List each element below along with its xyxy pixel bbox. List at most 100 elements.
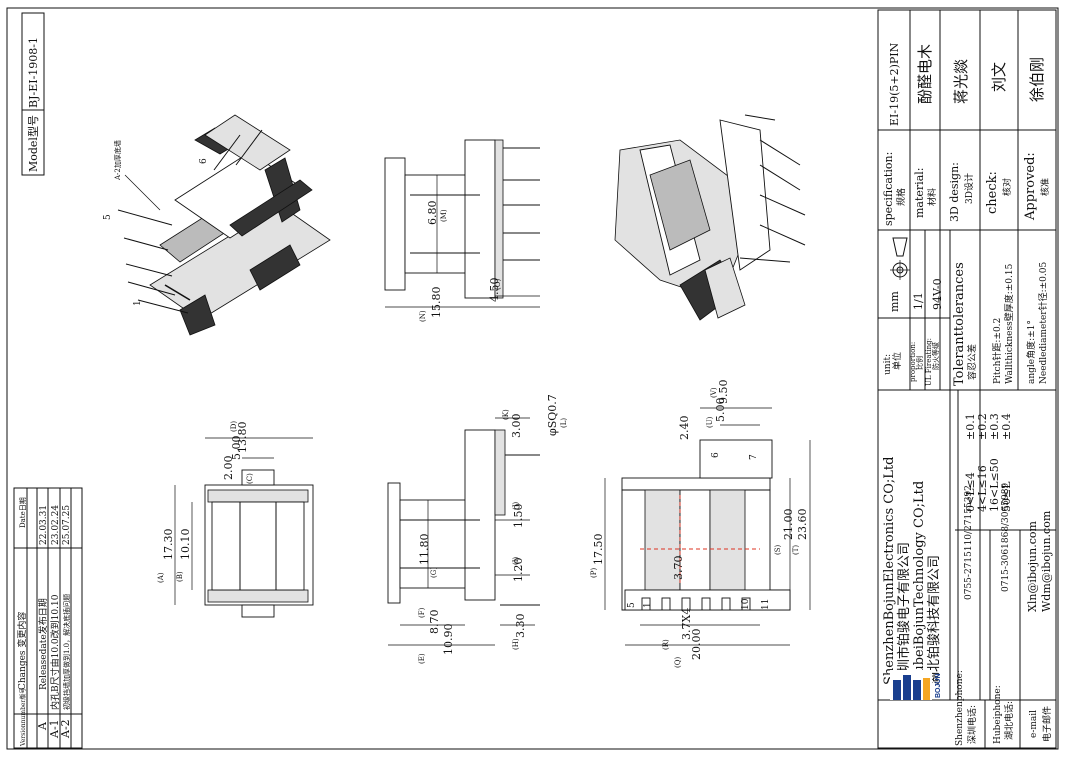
tol-title-cn: 容忍公差: [966, 344, 978, 380]
dim-h-tag: (H): [512, 638, 520, 650]
dim-k-tag: (K): [502, 409, 510, 420]
changes-title: Changes 变更内容: [16, 612, 28, 690]
approved-cn: 核准: [1039, 178, 1051, 196]
proportion-cn: 比例: [915, 356, 924, 370]
tol-note: angle角度:±1°: [1025, 320, 1037, 384]
hubei-phone-value: 0715-3061868/3065989: [1001, 483, 1011, 592]
proportion-label: proportion:: [909, 342, 917, 382]
design-cn: 3D设计: [963, 173, 975, 204]
dim-m-value: 6.80: [426, 201, 439, 226]
pin-label-1: 1: [643, 602, 653, 608]
dim-m-tag: (M): [440, 209, 448, 222]
hubei-phone-cn: 湖北电话:: [1003, 701, 1015, 740]
dim-g-tag: (G): [430, 567, 438, 578]
iso-view-right: [614, 114, 806, 321]
pin-label-11: 11: [761, 599, 771, 610]
dim-q-value: 20.00: [690, 629, 703, 661]
changes-col-version: Versionnumber版号: [19, 688, 27, 747]
dim-g-value: 11.80: [418, 534, 431, 566]
dim-r-tag: (R): [662, 639, 670, 650]
dim-j-value: 1.50: [512, 504, 525, 529]
title-block: specification: 规格 EI-19(5+2)PIN material…: [877, 9, 1057, 749]
change-row-date: 22.03.31: [39, 505, 49, 545]
approved-label: Approved:: [1023, 152, 1038, 221]
logo-text: BOJUN: [935, 673, 942, 698]
pin-label-5: 5: [627, 602, 637, 608]
dim-s-value: 21.00: [782, 509, 795, 541]
dim-370-value: 3.70: [672, 556, 685, 581]
shenzhen-phone-label: Shenzhenphone:: [955, 670, 965, 746]
dim-e-value: 10.90: [442, 624, 455, 656]
check-value: 刘文: [990, 62, 1008, 92]
shenzhen-phone-cn: 深圳电话:: [966, 705, 978, 744]
change-row-desc: Releasedate发布日期: [37, 598, 49, 690]
tol-value: ±0.1: [964, 413, 977, 440]
material-value: 酚醛电木: [916, 44, 934, 104]
dim-d-tag: (D): [230, 421, 238, 432]
outer-frame: [6, 7, 1059, 750]
dim-f-value: 8.70: [428, 610, 441, 635]
dim-v-tag: (V): [710, 387, 718, 398]
dim-p-value: 17.50: [592, 534, 605, 566]
dim-t-tag: (T): [792, 545, 800, 555]
dim-b1-value: 2.00: [222, 456, 235, 481]
pin-label-7: 7: [749, 454, 759, 460]
shenzhen-phone-value: 0755-2715110/27155392: [964, 485, 974, 600]
tol-note: Wallthickness壁厚度:±0.15: [1003, 263, 1015, 384]
dim-c-value: 5.00: [230, 436, 243, 461]
company-name-cn-2: 湖北铂骏科技有限公司: [926, 555, 942, 685]
design-label: 3D design:: [948, 162, 961, 222]
change-row-date: 23.02.24: [51, 505, 61, 545]
model-box: Model型号 BJ-EI-1908-1: [21, 12, 45, 176]
tol-range: 4<L≤16: [976, 465, 989, 512]
tol-value: ±0.2: [976, 413, 989, 440]
approved-value: 徐伯刚: [1028, 57, 1046, 102]
ul-cn: 防火等级: [931, 342, 940, 370]
dim-240-value: 2.40: [678, 416, 691, 441]
side-view: 6.80 (M) 4.50 (O) 15.80 (N): [384, 139, 540, 322]
dim-u-tag: (U): [706, 416, 714, 428]
dim-b-value: 10.10: [179, 529, 192, 561]
change-row-version: A-2: [59, 719, 72, 739]
changes-table: Changes 变更内容 Versionnumber版号 Date日期 A Re…: [13, 487, 83, 749]
design-value: 蒋光燚: [952, 59, 970, 104]
dim-e-tag: (E): [418, 653, 426, 664]
check-cn: 核对: [1001, 178, 1013, 196]
email-label: e-mail: [1029, 710, 1039, 738]
dim-k-value: 3.00: [510, 414, 523, 439]
dim-c-tag: (C): [246, 473, 254, 484]
dim-h-value: 3.30: [514, 614, 527, 639]
dim-v-value: 9.50: [717, 380, 730, 405]
spec-cn: 规格: [895, 188, 907, 206]
iso-callout: A-2加厚底墙: [113, 140, 122, 181]
dim-q-tag: (Q): [674, 657, 682, 668]
dim-r-value: 3.7X4: [680, 608, 693, 640]
dim-a-tag: (A): [157, 572, 165, 583]
pin-label-5: 5: [103, 214, 113, 220]
dim-f-tag: (F): [418, 607, 426, 618]
company-name-en-1: ShenzhenBojunElectronics CO;Ltd: [882, 457, 897, 685]
dim-s-tag: (S): [774, 544, 782, 555]
model-value: BJ-EI-1908-1: [27, 37, 40, 108]
unit-label: unit:: [883, 354, 893, 375]
spec-value: EI-19(5+2)PIN: [888, 42, 901, 126]
dim-o-value: 4.50: [488, 278, 501, 303]
pin-label-6: 6: [711, 452, 721, 458]
section-view: 3.00 (K) φSQ0.7 (L) 1.50 (J) 11.80 (G) 1…: [387, 394, 568, 664]
pin-label-6: 6: [199, 158, 209, 164]
dim-i-tag: (I): [512, 557, 520, 565]
material-cn: 材料: [926, 188, 938, 206]
tol-value: ±0.3: [988, 413, 1001, 440]
company-name-cn-1: 深圳市铂骏电子有限公司: [896, 542, 912, 685]
ul-value: 94V-0: [931, 278, 944, 310]
change-row-desc: 初级挡墙加厚做到1.0，解决底插问题: [62, 594, 71, 710]
iso-view-left: A-2加厚底墙 5 1 6: [103, 114, 331, 336]
unit-value: mm: [888, 291, 901, 312]
pin-label-10: 10: [741, 598, 751, 610]
model-label: Model型号: [26, 115, 40, 172]
tol-title: Toleranttolerances: [952, 262, 967, 386]
change-row-date: 25.07.25: [62, 505, 72, 545]
dim-d-value: 13.80: [236, 422, 249, 454]
